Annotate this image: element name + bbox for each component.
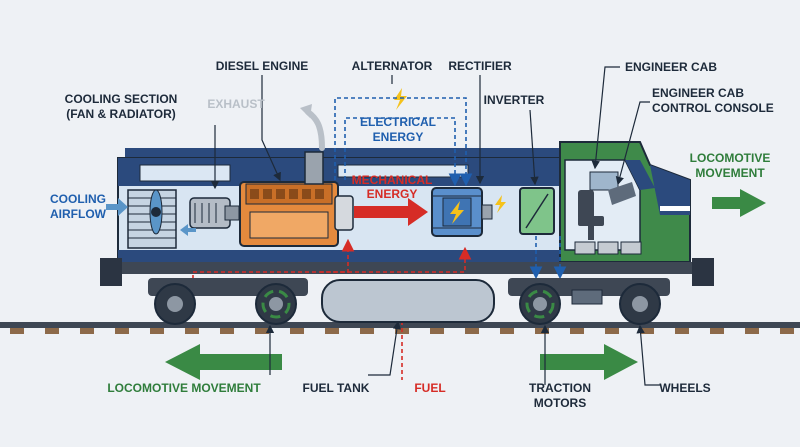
leader-lines	[210, 66, 660, 386]
inverter-label: INVERTER	[484, 93, 545, 107]
diesel-engine-label: DIESEL ENGINE	[216, 59, 308, 73]
exhaust-arrow	[305, 109, 325, 151]
fuel-tank	[321, 279, 495, 323]
locomotive-movement-left-label: LOCOMOTIVE MOVEMENT	[107, 381, 261, 395]
mechanical-energy-arrow	[354, 198, 428, 226]
locomotive-movement-right-label-2: MOVEMENT	[695, 166, 765, 180]
cooling-airflow-label-1: COOLING	[50, 192, 106, 206]
inverter	[519, 187, 555, 235]
cooling-section	[127, 189, 240, 249]
cooling-section-sublabel: (FAN & RADIATOR)	[66, 107, 176, 121]
rear-truck	[508, 278, 670, 325]
diesel-engine	[239, 151, 354, 247]
rail-track	[0, 322, 800, 334]
exhaust-label: EXHAUST	[207, 97, 265, 111]
locomotive-movement-arrow-left	[165, 344, 282, 380]
cooling-airflow-arrow	[180, 224, 196, 236]
cooling-airflow-label-2: AIRFLOW	[50, 207, 107, 221]
locomotive-movement-right-label-1: LOCOMOTIVE	[690, 151, 771, 165]
alternator	[431, 187, 493, 237]
engineer-cab-label: ENGINEER CAB	[625, 60, 717, 74]
traction-motors-label-1: TRACTION	[529, 381, 591, 395]
lightning-icon	[495, 195, 506, 213]
electrical-energy-flow	[334, 97, 567, 280]
front-truck	[148, 278, 308, 325]
lightning-icon	[394, 88, 407, 110]
fuel-label: FUEL	[414, 381, 445, 395]
electrical-energy-label-2: ENERGY	[373, 130, 424, 144]
rectifier-label: RECTIFIER	[448, 59, 512, 73]
seat-icon	[578, 190, 604, 240]
console-label-2: CONTROL CONSOLE	[652, 101, 774, 115]
fan-icon	[149, 189, 163, 235]
traction-motors-label-2: MOTORS	[534, 396, 586, 410]
alternator-label: ALTERNATOR	[352, 59, 433, 73]
electrical-energy-label-1: ELECTRICAL	[360, 115, 436, 129]
lightning-icon	[450, 201, 464, 224]
mechanical-energy-label-1: MECHANICAL	[352, 173, 433, 187]
fuel-tank-label: FUEL TANK	[303, 381, 370, 395]
cooling-airflow-arrow	[106, 198, 128, 216]
mechanical-energy-label-2: ENERGY	[367, 187, 418, 201]
console-label-1: ENGINEER CAB	[652, 86, 744, 100]
wheels-label: WHEELS	[659, 381, 710, 395]
cooling-section-label: COOLING SECTION	[65, 92, 178, 106]
traction-movement-arrow	[540, 344, 638, 380]
locomotive-movement-arrow-right	[712, 189, 766, 217]
